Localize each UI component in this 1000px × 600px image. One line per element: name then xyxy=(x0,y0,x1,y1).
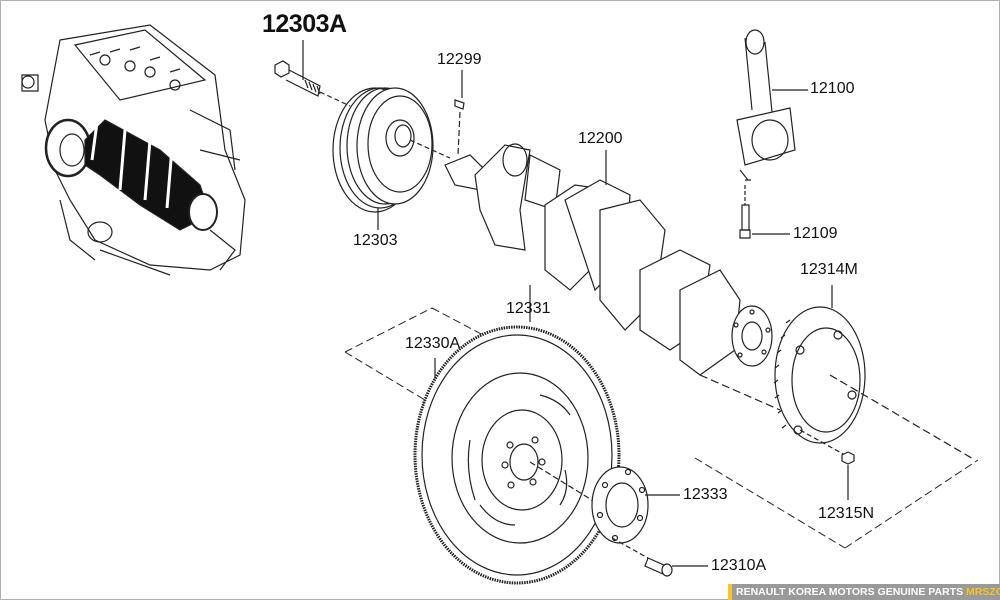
woodruff-key-12299-illustration xyxy=(454,70,465,156)
part-label-12100[interactable]: 12100 xyxy=(810,80,855,97)
reinforcement-plate-12333-illustration xyxy=(591,466,680,559)
flywheel-bolt-12310A-illustration xyxy=(644,557,708,577)
part-label-12330A[interactable]: 12330A xyxy=(405,335,461,352)
part-label-12299[interactable]: 12299 xyxy=(437,51,482,68)
part-label-12109[interactable]: 12109 xyxy=(793,225,838,242)
footer-brand: MRSZONE xyxy=(966,586,1000,598)
part-label-12333[interactable]: 12333 xyxy=(683,486,728,503)
part-label-12303[interactable]: 12303 xyxy=(353,232,398,249)
assembly-bracket-lines xyxy=(344,307,979,549)
part-label-12303A[interactable]: 12303A xyxy=(262,10,347,38)
rod-bolt-12109-illustration xyxy=(739,185,790,239)
footer-text: RENAULT KOREA MOTORS GENUINE PARTS xyxy=(736,586,964,598)
part-label-12200[interactable]: 12200 xyxy=(578,130,623,147)
part-label-12310A[interactable]: 12310A xyxy=(711,557,767,574)
crankshaft-pulley-12303-illustration xyxy=(332,87,451,230)
ring-bolt-12315N-illustration xyxy=(841,451,855,500)
part-label-12315N[interactable]: 12315N xyxy=(818,505,875,522)
crankshaft-12200-illustration xyxy=(444,143,781,411)
accent-bar xyxy=(728,584,732,600)
part-label-12331[interactable]: 12331 xyxy=(506,300,551,317)
engine-assembly-illustration xyxy=(21,24,246,276)
pulley-bolt-12303A-illustration xyxy=(274,40,351,107)
flywheel-12331-illustration xyxy=(413,285,621,585)
connecting-rod-12100-illustration xyxy=(736,29,808,181)
footer-watermark: RENAULT KOREA MOTORS GENUINE PARTS MRSZO… xyxy=(728,584,1000,600)
part-label-12314M[interactable]: 12314M xyxy=(800,261,858,278)
reluctor-ring-12314M-illustration xyxy=(773,285,976,461)
